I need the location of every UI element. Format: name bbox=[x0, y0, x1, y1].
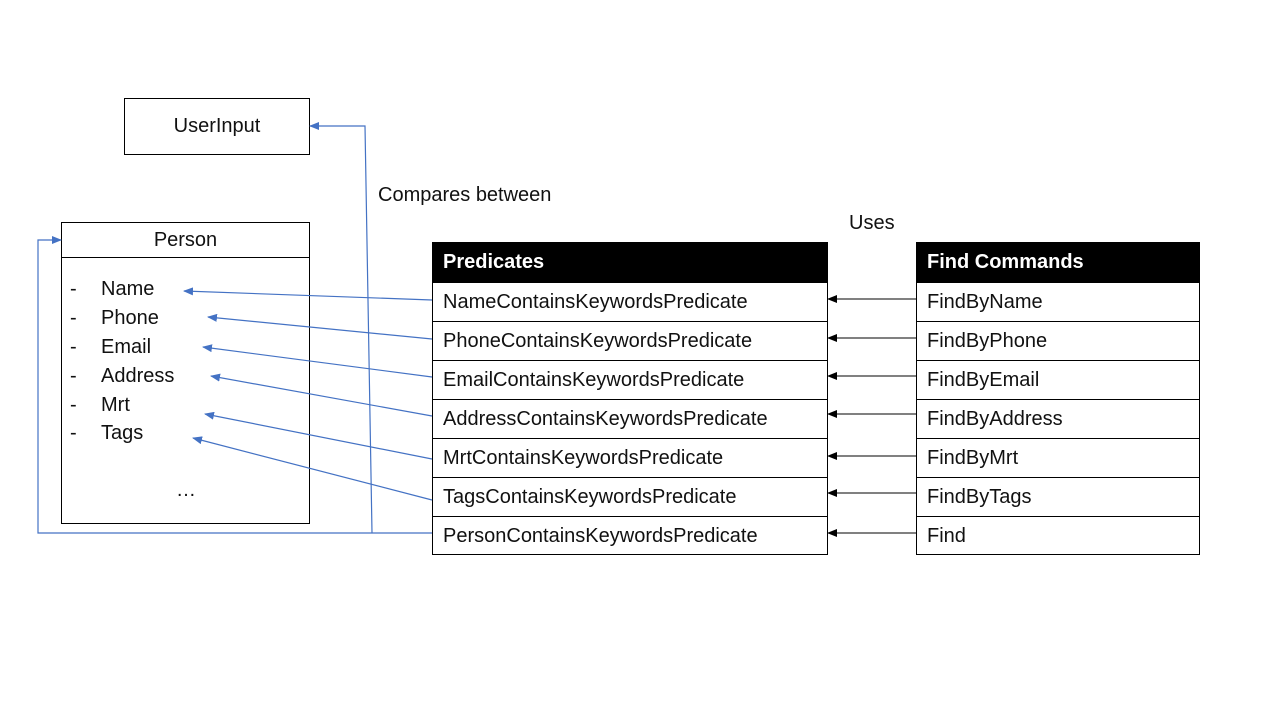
connector-userinput bbox=[309, 122, 373, 534]
field-label: Phone bbox=[101, 307, 159, 329]
person-title: Person bbox=[62, 223, 309, 258]
predicate-row-email: EmailContainsKeywordsPredicate bbox=[433, 360, 827, 399]
person-field-email: -Email bbox=[70, 336, 152, 358]
userinput-label: UserInput bbox=[173, 115, 261, 137]
command-row-findbyname: FindByName bbox=[917, 282, 1199, 321]
field-label: Address bbox=[101, 365, 175, 387]
predicate-row-mrt: MrtContainsKeywordsPredicate bbox=[433, 438, 827, 477]
command-row-findbyemail: FindByEmail bbox=[917, 360, 1199, 399]
person-field-phone: -Phone bbox=[70, 307, 159, 329]
command-row-findbyphone: FindByPhone bbox=[917, 321, 1199, 360]
field-label: Name bbox=[101, 278, 155, 300]
command-row-findbytags: FindByTags bbox=[917, 477, 1199, 516]
predicates-header: Predicates bbox=[433, 243, 827, 282]
predicate-row-person: PersonContainsKeywordsPredicate bbox=[433, 516, 827, 555]
person-field-address: -Address bbox=[70, 365, 175, 387]
person-field-mrt: -Mrt bbox=[70, 394, 130, 416]
predicate-row-address: AddressContainsKeywordsPredicate bbox=[433, 399, 827, 438]
command-row-findbyaddress: FindByAddress bbox=[917, 399, 1199, 438]
uses-label: Uses bbox=[849, 212, 895, 234]
predicate-row-tags: TagsContainsKeywordsPredicate bbox=[433, 477, 827, 516]
person-box: Person -Name -Phone -Email -Address -Mrt… bbox=[61, 222, 310, 524]
field-label: Tags bbox=[101, 422, 144, 444]
find-commands-header: Find Commands bbox=[917, 243, 1199, 282]
field-label: Mrt bbox=[101, 394, 130, 416]
field-label: Email bbox=[101, 336, 152, 358]
command-row-find: Find bbox=[917, 516, 1199, 555]
find-commands-table: Find Commands FindByName FindByPhone Fin… bbox=[916, 242, 1200, 555]
person-more-ellipsis: … bbox=[176, 479, 196, 501]
userinput-box: UserInput bbox=[124, 98, 310, 155]
person-field-name: -Name bbox=[70, 278, 155, 300]
compares-between-label: Compares between bbox=[378, 184, 552, 206]
predicates-table: Predicates NameContainsKeywordsPredicate… bbox=[432, 242, 828, 555]
person-field-tags: -Tags bbox=[70, 422, 144, 444]
command-row-findbymrt: FindByMrt bbox=[917, 438, 1199, 477]
predicate-row-phone: PhoneContainsKeywordsPredicate bbox=[433, 321, 827, 360]
predicate-row-name: NameContainsKeywordsPredicate bbox=[433, 282, 827, 321]
